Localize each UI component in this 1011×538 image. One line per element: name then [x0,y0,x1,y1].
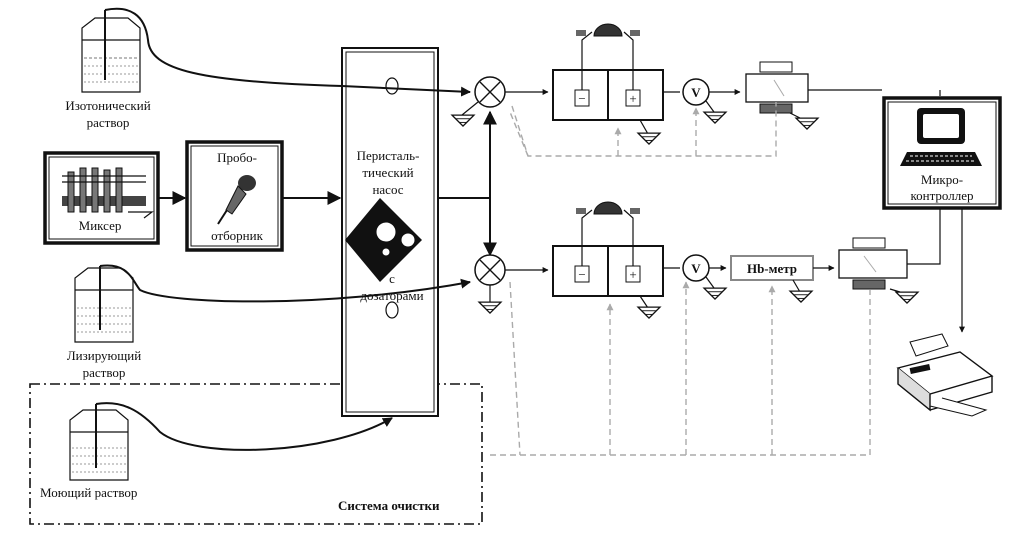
ground-icon [789,290,813,303]
controller-label-2: контроллер [910,188,973,203]
pipette-icon [217,175,256,225]
mixer-label: Миксер [79,218,122,233]
lower-plus-electrode: + [629,267,636,282]
ground-icon [895,291,919,304]
printer-icon [896,333,994,417]
upper-gauge-icon [576,23,640,37]
sampler-label-2: отборник [211,228,264,243]
pump-label-1: Перисталь- [357,148,420,163]
pump-valve-bottom [385,301,399,319]
isotonic-bottle-icon [81,10,141,93]
lysing-label-2: раствор [83,365,126,380]
isotonic-label-1: Изотонический [65,98,150,113]
lower-gauge-icon [576,201,640,215]
cleaning-system-label: Система очистки [338,498,440,513]
computer-icon [900,108,982,166]
test-tubes-icon [62,167,154,219]
washing-bottle-icon [69,404,129,481]
cleaning-system-frame [29,383,483,525]
ground-icon [637,132,661,145]
hb-meter-label: Hb-метр [747,261,797,276]
washing-label: Моющий раствор [40,485,137,500]
ground-icon [703,111,727,124]
upper-mixing-node-icon [474,76,506,108]
ground-icon [451,114,475,127]
pump-label-3: насос [372,182,403,197]
dispensers-label-1: с [389,271,395,286]
isotonic-label-2: раствор [87,115,130,130]
lysing-bottle-icon [74,266,134,343]
ground-icon [637,306,661,319]
upper-minus-electrode: − [578,91,585,106]
upper-plus-electrode: + [629,91,636,106]
lysing-label-1: Лизирующий [67,348,141,363]
lower-recorder-icon [838,237,908,290]
pump-valve-top [385,77,399,95]
lower-voltmeter-label: V [691,261,701,276]
hb-meter-box [730,255,814,281]
sampler-label-1: Пробо- [217,150,257,165]
controller-label-1: Микро- [921,172,963,187]
ground-icon [795,117,819,130]
ground-icon [703,287,727,300]
pump-label-2: тический [362,165,413,180]
pump-rotor-icon [345,198,422,282]
ground-icon [478,301,502,314]
lower-minus-electrode: − [578,267,585,282]
upper-voltmeter-label: V [691,85,701,100]
upper-recorder-icon [745,61,809,114]
lower-mixing-node-icon [474,254,506,286]
